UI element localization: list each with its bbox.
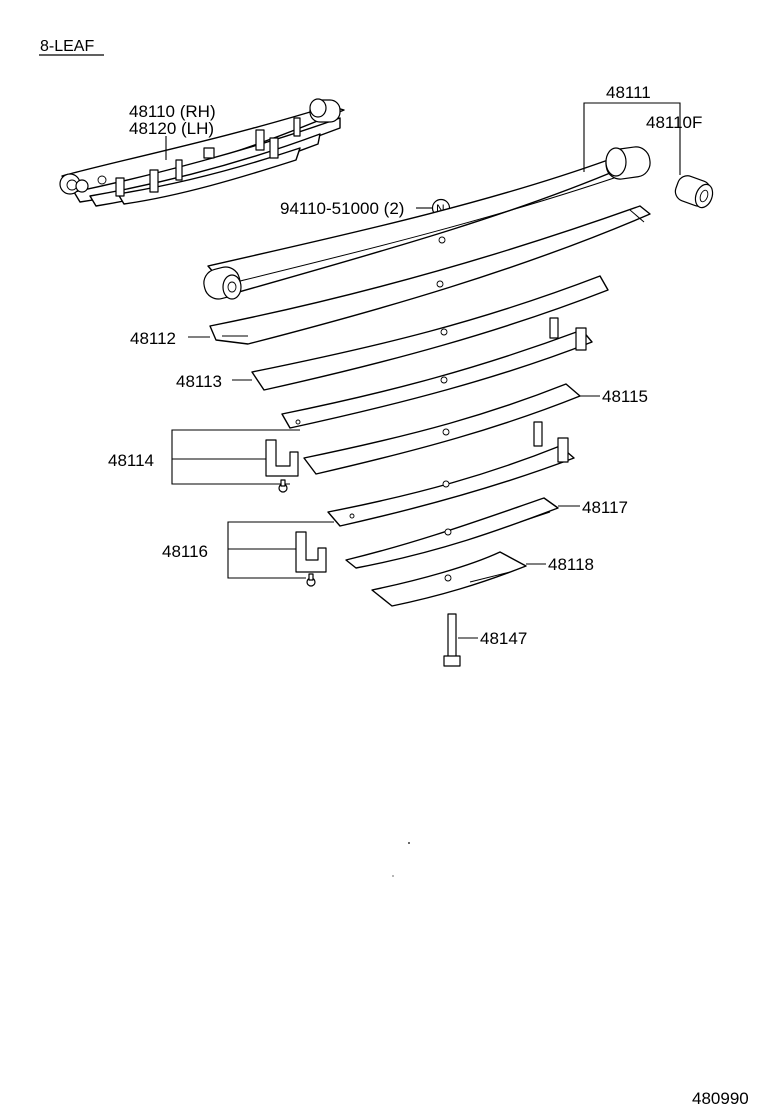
leaf-48112 [209,205,651,345]
bushing-48110F [674,175,714,209]
center-bolt-48147 [443,613,461,667]
leaf-48118 [371,551,527,607]
label-leaf-48117: 48117 [582,498,628,517]
leaf-48111-leader [583,102,681,175]
label-leaf-48111: 48111 [606,83,651,102]
leaf-5 [327,421,575,527]
clip-48114 [265,439,299,493]
speck [392,875,394,877]
assembled-spring [59,98,345,207]
leaf-48111 [203,146,651,300]
label-leaf-48115: 48115 [602,387,648,406]
label-leaf-48112: 48112 [130,329,176,348]
label-bushing: 48110F [646,113,702,132]
label-spring-lh: 48120 (LH) [129,119,214,138]
clip-48116-bracket [227,521,334,579]
clip-48114-bracket [171,429,300,485]
label-spring-rh: 48110 (RH) [129,102,216,121]
label-nut: 94110-51000 (2) [280,199,404,218]
figure-number: 480990 [692,1089,749,1108]
label-leaf-48113: 48113 [176,372,222,391]
label-center-bolt: 48147 [480,629,527,648]
leaf-4 [281,317,593,429]
leaf-48117 [345,497,559,569]
leaf-48113 [251,275,609,391]
label-clip-48116: 48116 [162,542,208,561]
new-part-symbol-text: N [436,202,445,216]
speck [408,842,410,844]
clip-48116 [295,531,327,587]
label-clip-48114: 48114 [108,451,154,470]
label-leaf-48118: 48118 [548,555,594,574]
diagram-title: 8-LEAF [40,38,94,55]
